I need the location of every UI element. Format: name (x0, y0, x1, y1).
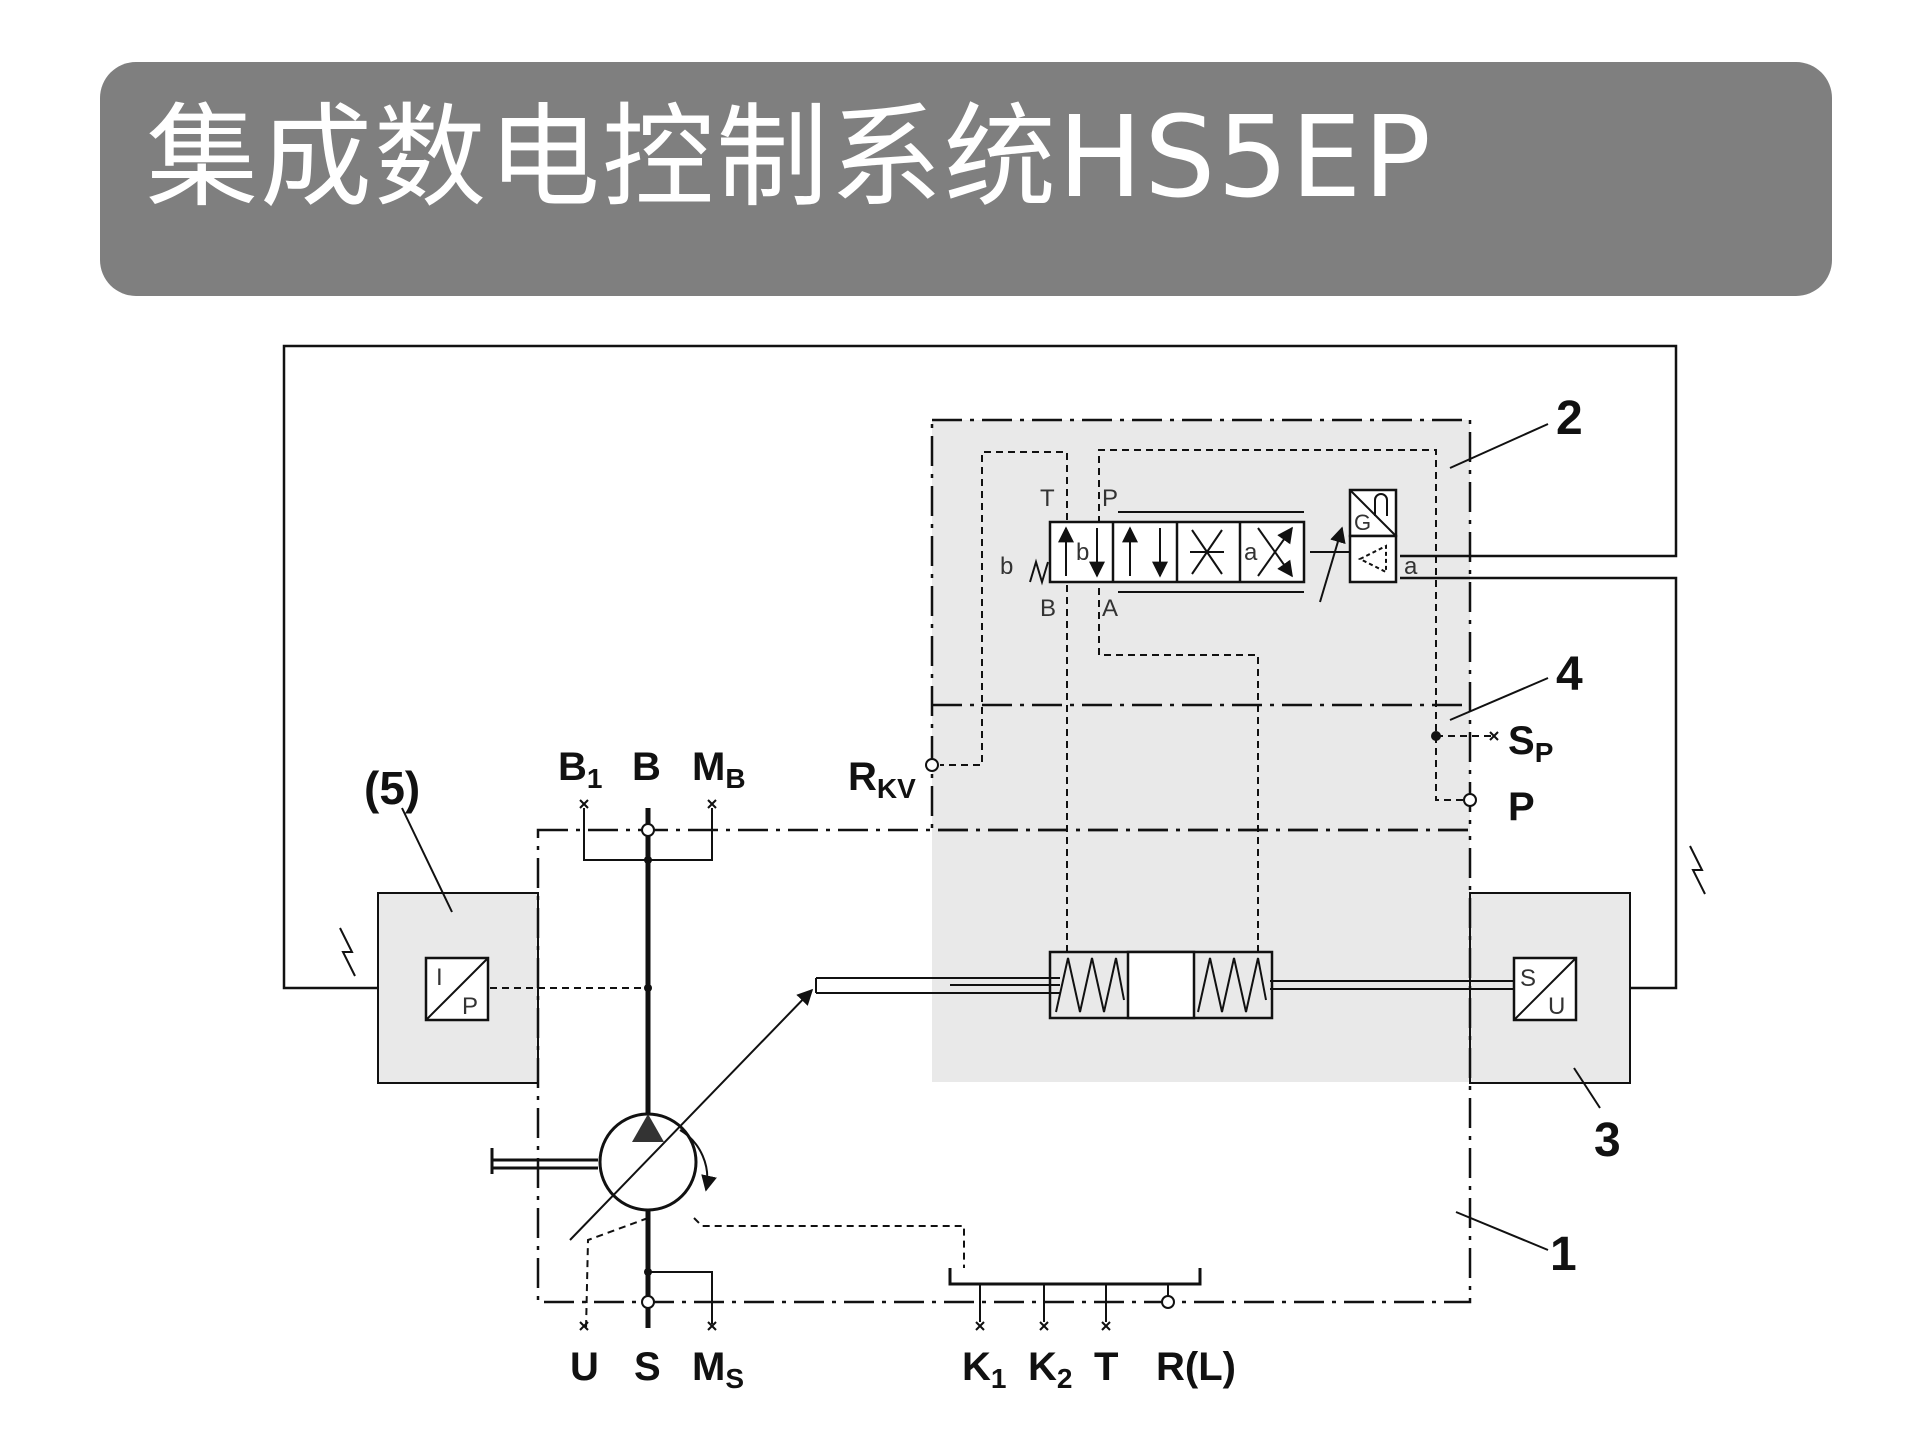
callout-3: 3 (1594, 1114, 1621, 1167)
valve-labels: T P B A b b a a G (1000, 485, 1418, 622)
su-label-top: S (1520, 965, 1536, 992)
port-k2-sub: 2 (1057, 1363, 1073, 1394)
ip-converter: I P (424, 956, 490, 1022)
svg-text:SP: SP (1508, 719, 1553, 768)
callouts: 2 4 3 1 (5) (364, 392, 1621, 1281)
port-s: S (634, 1345, 661, 1389)
valve-t: T (1040, 485, 1055, 512)
svg-text:RKV: RKV (848, 755, 916, 804)
valve-b-inner: b (1076, 539, 1089, 566)
port-b: B (632, 745, 661, 789)
port-markers (579, 731, 1499, 1331)
svg-text:MB: MB (692, 745, 746, 794)
page-title: 集成数电控制系统HS5EP (146, 93, 1433, 223)
valve-a-inner: a (1244, 539, 1258, 566)
top-port-labels: B1 B MB (558, 745, 746, 794)
ip-label-top: I (436, 964, 443, 991)
port-b1: B (558, 745, 587, 789)
port-ms-sub: S (725, 1363, 744, 1394)
ip-label-bottom: P (462, 993, 478, 1020)
hydraulic-lines (490, 808, 1520, 1328)
right-port-labels: RKV SP P (848, 719, 1553, 829)
port-p: P (1508, 785, 1535, 829)
junctions (641, 731, 1477, 1309)
electric-lines (282, 344, 1706, 990)
port-mb: M (692, 745, 725, 789)
pump-boundary (536, 828, 1472, 1304)
port-rkv: R (848, 755, 877, 799)
port-t: T (1094, 1345, 1118, 1389)
port-b1-sub: 1 (587, 763, 603, 794)
callout-2: 2 (1556, 392, 1583, 445)
su-sensor: S U (1512, 956, 1578, 1022)
port-mb-sub: B (725, 763, 745, 794)
valve-g: G (1354, 510, 1371, 535)
port-u: U (570, 1345, 599, 1389)
port-k1: K (962, 1345, 991, 1389)
valve-a: A (1102, 595, 1118, 622)
leader-lines (401, 423, 1601, 1251)
port-sp: S (1508, 719, 1535, 763)
svg-text:MS: MS (692, 1345, 744, 1394)
svg-text:K2: K2 (1028, 1345, 1072, 1394)
dash-dot-boundaries (536, 418, 1472, 1304)
port-ms: M (692, 1345, 725, 1389)
valve-a-outer: a (1404, 553, 1418, 580)
control-cylinder (1048, 950, 1274, 1020)
valve-b-outer: b (1000, 553, 1013, 580)
valve-p: P (1102, 485, 1118, 512)
port-rkv-sub: KV (877, 773, 916, 804)
valve-b: B (1040, 595, 1056, 622)
port-k2: K (1028, 1345, 1057, 1389)
callout-4: 4 (1556, 648, 1583, 701)
port-rl: R(L) (1156, 1345, 1236, 1389)
title-bar: 集成数电控制系统HS5EP (100, 62, 1832, 296)
callout-5: (5) (364, 762, 420, 814)
su-label-bottom: U (1548, 993, 1565, 1020)
proportional-valve (1029, 488, 1398, 603)
callout-1: 1 (1550, 1228, 1577, 1281)
pilot-lines (490, 449, 1494, 1331)
svg-text:B1: B1 (558, 745, 602, 794)
svg-text:K1: K1 (962, 1345, 1006, 1394)
variable-pump (569, 988, 814, 1241)
bottom-port-labels: U S MS K1 K2 T R(L) (570, 1345, 1236, 1394)
port-k1-sub: 1 (991, 1363, 1007, 1394)
port-sp-sub: P (1535, 737, 1554, 768)
